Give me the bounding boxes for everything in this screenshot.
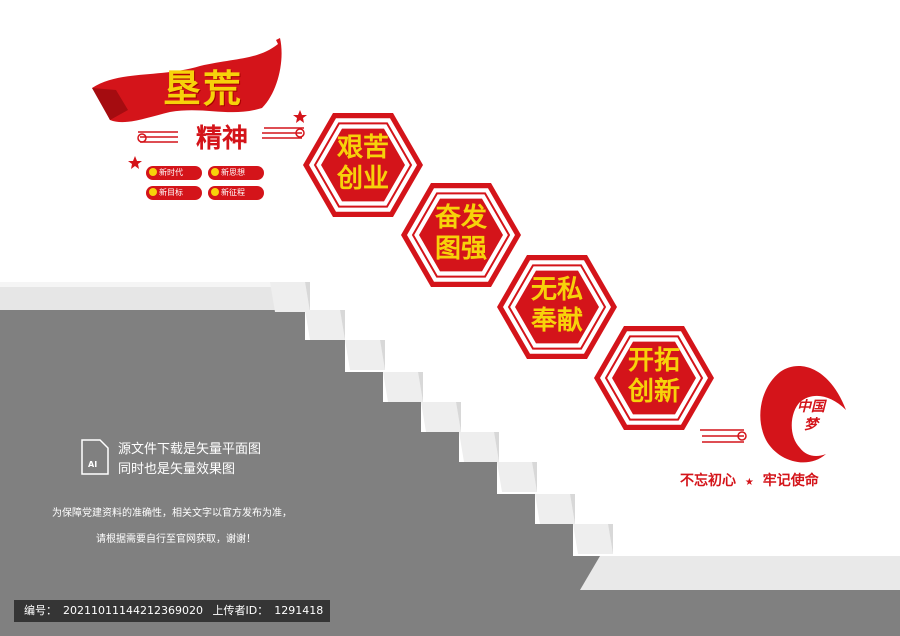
tag-dot-icon — [149, 168, 157, 176]
dream-line: 中国 — [797, 399, 825, 415]
star-icon: ★ — [744, 477, 754, 488]
stair-step — [305, 310, 345, 340]
cloud-swirl-right — [262, 127, 305, 139]
top-ledge — [0, 282, 305, 310]
hexagon-label: 开拓 创新 — [594, 346, 714, 408]
logo-tag: 新思想 — [208, 166, 264, 180]
stair-steps — [270, 282, 613, 554]
slogan-left: 不忘初心 — [680, 473, 736, 489]
id-value: 20211011144212369020 — [63, 604, 203, 617]
tag-dot-icon — [211, 168, 219, 176]
hexagon-line: 奉献 — [530, 306, 583, 336]
stair-step — [459, 432, 499, 462]
hexagon-line: 创新 — [627, 377, 680, 407]
hexagon-line: 开拓 — [627, 346, 680, 376]
stair-step-side — [456, 402, 461, 432]
hexagon-shape — [313, 122, 413, 208]
note-line-3: 为保障党建资料的准确性，相关文字以官方发布为准， — [52, 508, 292, 519]
stair-step-side — [305, 282, 310, 312]
stair-step — [573, 524, 613, 554]
small-star-icon — [128, 156, 142, 169]
tag-dot-icon — [211, 188, 219, 196]
hexagon-shape — [321, 128, 405, 202]
tag-dot-icon — [149, 188, 157, 196]
cloud-swirl-left — [137, 131, 178, 143]
floor-ledge — [580, 556, 900, 590]
hexagon-label: 艰苦 创业 — [303, 133, 423, 195]
slogan-right: 牢记使命 — [762, 473, 819, 489]
hexagon-shape — [612, 341, 696, 415]
stair-step — [535, 494, 575, 524]
hexagon-line: 图强 — [434, 234, 487, 264]
stair-step-side — [570, 494, 575, 524]
flame-logo-icon — [760, 366, 846, 463]
stair-step-side — [380, 340, 385, 370]
hexagon-label: 无私 奉献 — [497, 275, 617, 337]
stair-step — [270, 282, 310, 312]
red-flag-banner — [92, 38, 282, 123]
stair-step-side — [532, 462, 537, 492]
tag-label: 新时代 — [159, 168, 183, 177]
hexagon-shape — [411, 192, 511, 278]
logo-tag: 新目标 — [146, 186, 202, 200]
china-dream-text: 中国 梦 — [790, 398, 832, 434]
note-line-4: 请根据需要自行至官网获取，谢谢！ — [96, 534, 256, 545]
cloud-swirl-bottom — [700, 429, 747, 443]
hexagon-line: 奋发 — [434, 203, 487, 233]
stair-step — [345, 340, 385, 370]
uploader-value: 1291418 — [274, 604, 324, 617]
stair-step — [497, 462, 537, 492]
hexagon-shape — [515, 270, 599, 344]
tag-label: 新征程 — [221, 188, 245, 197]
top-ledge-edge — [0, 282, 305, 287]
hexagon-group — [303, 113, 714, 430]
hexagon-line: 无私 — [530, 275, 583, 305]
stair-step-side — [608, 524, 613, 554]
id-label: 编号： — [24, 604, 57, 617]
dream-line: 梦 — [804, 417, 818, 433]
logo-subtitle: 精神 — [195, 124, 248, 154]
uploader-label: 上传者ID： — [212, 604, 269, 617]
note-line-1: 源文件下载是矢量平面图 — [118, 442, 262, 457]
hexagon-line: 艰苦 — [336, 133, 389, 163]
hexagon-shape — [507, 264, 607, 350]
note-line-2: 同时也是矢量效果图 — [118, 462, 236, 477]
gray-wall — [0, 310, 900, 636]
stair-step-side — [494, 432, 499, 462]
ai-file-icon-label: AI — [88, 460, 98, 469]
stair-step-side — [418, 372, 423, 402]
info-bar: 编号： 20211011144212369020 上传者ID： 1291418 — [14, 600, 330, 622]
logo-title: 垦荒 — [162, 66, 243, 111]
logo-tag: 新时代 — [146, 166, 202, 180]
slogan: 不忘初心 ★ 牢记使命 — [680, 470, 850, 490]
flag-fold — [92, 88, 128, 120]
hexagon-line: 创业 — [336, 164, 389, 194]
ai-file-icon — [81, 439, 109, 475]
stair-step — [421, 402, 461, 432]
hexagon-shape — [419, 198, 503, 272]
stair-step — [383, 372, 423, 402]
stair-step-side — [340, 310, 345, 340]
logo-tag: 新征程 — [208, 186, 264, 200]
small-star-icon — [293, 110, 307, 123]
hexagon-shape — [604, 335, 704, 421]
hexagon-label: 奋发 图强 — [401, 203, 521, 265]
tag-label: 新思想 — [221, 168, 245, 177]
tag-label: 新目标 — [159, 188, 183, 197]
